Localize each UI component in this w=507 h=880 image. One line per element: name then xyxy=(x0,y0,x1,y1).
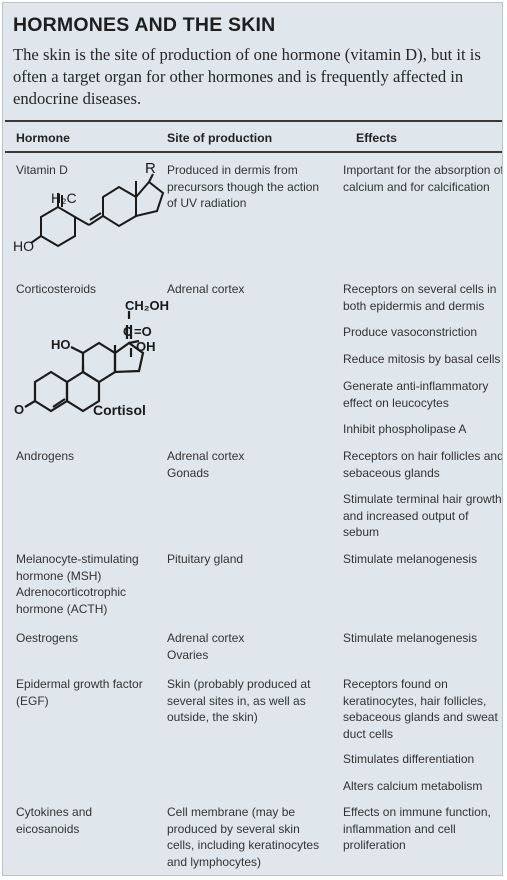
row-egf-effect-2: Stimulates differentiation xyxy=(343,752,475,766)
cortisol-c-label: C xyxy=(123,324,133,339)
row-corticosteroids-effect-5: Inhibit phospholipase A xyxy=(343,422,467,436)
vitamin-d-structure: R H₂C HO xyxy=(11,159,181,259)
row-vitamin-d-effect-1: Important for the absorption of calcium … xyxy=(343,163,503,194)
cortisol-ketone-label: O xyxy=(14,402,24,417)
row-oestrogens-hormone: Oestrogens xyxy=(16,631,79,645)
row-oestrogens-effect-1: Stimulate melanogenesis xyxy=(343,631,478,645)
header-hormone: Hormone xyxy=(16,131,70,145)
header-effects: Effects xyxy=(356,131,398,145)
row-cytokines-effect-1: Effects on immune function, inflammation… xyxy=(343,805,491,852)
row-cytokines-site: Cell membrane (may be produced by severa… xyxy=(167,805,320,869)
row-corticosteroids-hormone: Corticosteroids xyxy=(16,282,97,296)
row-msh-acth-hormone: Melanocyte-stimulating hormone (MSH) Adr… xyxy=(16,552,139,616)
row-msh-acth-effect-1: Stimulate melanogenesis xyxy=(343,552,478,566)
intro-paragraph: The skin is the site of production of on… xyxy=(13,45,481,108)
row-androgens-site: Adrenal cortex Gonads xyxy=(167,449,245,480)
cortisol-o-label: =O xyxy=(134,324,152,339)
row-corticosteroids-effect-2: Produce vasoconstriction xyxy=(343,325,478,339)
vitamin-d-h2c-label: H₂C xyxy=(51,190,77,206)
row-androgens-effect-1: Receptors on hair follicles and sebaceou… xyxy=(343,449,503,480)
row-egf-effect-1: Receptors found on keratinocytes, hair f… xyxy=(343,677,498,741)
row-corticosteroids-effect-3: Reduce mitosis by basal cells xyxy=(343,352,501,366)
panel-title: HORMONES AND THE SKIN xyxy=(13,14,276,36)
row-egf-hormone: Epidermal growth factor (EGF) xyxy=(16,677,143,708)
header-top-rule xyxy=(5,120,502,122)
cortisol-name-label: Cortisol xyxy=(93,402,146,418)
vitamin-d-ho-label: HO xyxy=(13,238,34,254)
row-androgens-hormone: Androgens xyxy=(16,449,75,463)
row-vitamin-d-site: Produced in dermis from precursors thoug… xyxy=(167,163,320,210)
header-site: Site of production xyxy=(167,131,273,145)
row-cytokines-hormone: Cytokines and eicosanoids xyxy=(16,805,93,836)
row-androgens-effect-2: Stimulate terminal hair growth and incre… xyxy=(343,492,502,539)
cortisol-structure: CH₂OH C =O OH HO O Cortisol xyxy=(13,297,173,419)
row-oestrogens-site: Adrenal cortex Ovaries xyxy=(167,631,245,662)
row-msh-acth-site: Pituitary gland xyxy=(167,552,244,566)
header-bottom-rule xyxy=(5,151,502,153)
cortisol-ho-label: HO xyxy=(51,337,71,352)
row-corticosteroids-site: Adrenal cortex xyxy=(167,282,245,296)
cortisol-ch2oh-label: CH₂OH xyxy=(125,298,169,313)
row-vitamin-d-hormone: Vitamin D xyxy=(16,163,68,177)
cortisol-oh-label: OH xyxy=(136,339,156,354)
row-corticosteroids-effect-4: Generate anti-inflammatory effect on leu… xyxy=(343,379,489,410)
row-egf-site: Skin (probably produced at several sites… xyxy=(167,677,311,724)
row-corticosteroids-effect-1: Receptors on several cells in both epide… xyxy=(343,282,497,313)
vitamin-d-r-label: R xyxy=(145,160,156,177)
row-egf-effect-3: Alters calcium metabolism xyxy=(343,779,483,793)
